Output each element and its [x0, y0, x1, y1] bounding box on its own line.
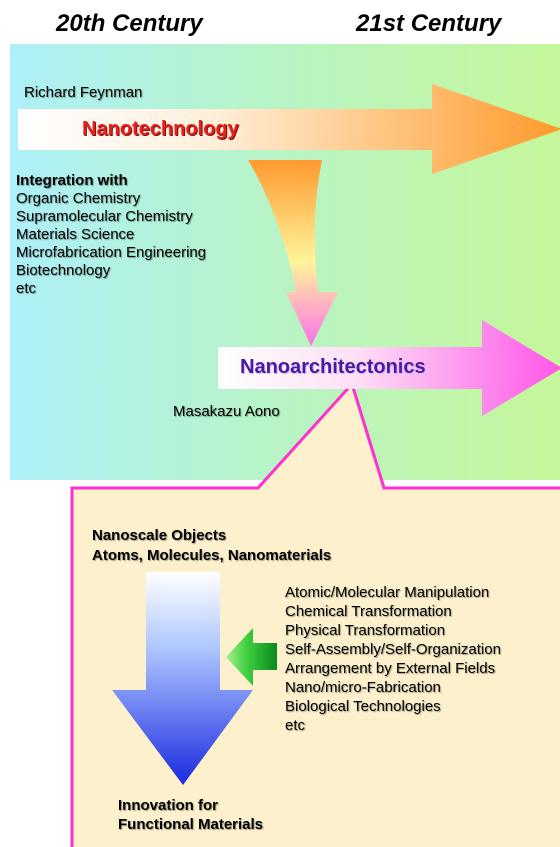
result-line-1: Innovation for: [118, 797, 218, 814]
nanotechnology-arrow: [18, 84, 560, 174]
innovation-result: Innovation for Functional Materials: [118, 796, 263, 834]
integration-list: Integration with Organic Chemistry Supra…: [16, 172, 206, 298]
technique-item: Atomic/Molecular Manipulation: [285, 584, 490, 601]
integration-item: etc: [16, 280, 37, 297]
integration-item: Supramolecular Chemistry: [16, 208, 193, 225]
nanoarchitectonics-label: Nanoarchitectonics: [240, 356, 426, 378]
integration-title: Integration with: [16, 172, 128, 189]
integration-item: Biotechnology: [16, 262, 111, 279]
result-line-2: Functional Materials: [118, 816, 264, 833]
technique-item: Chemical Transformation: [285, 603, 452, 620]
header-20th-century: 20th Century: [56, 10, 203, 37]
nanoarchitectonics-arrow: [218, 320, 560, 416]
technique-item: Arrangement by External Fields: [285, 660, 496, 677]
person-aono: Masakazu Aono: [173, 403, 280, 420]
nanotechnology-label: Nanotechnology: [82, 118, 239, 140]
technique-item: Biological Technologies: [285, 698, 441, 715]
person-feynman: Richard Feynman: [24, 84, 143, 101]
technique-item: etc: [285, 717, 306, 734]
curved-connector-arrow: [248, 160, 338, 346]
technique-item: Nano/micro-Fabrication: [285, 679, 441, 696]
process-down-arrow: [112, 572, 253, 785]
technique-item: Self-Assembly/Self-Organization: [285, 641, 501, 658]
nanoscale-objects-subtitle: Atoms, Molecules, Nanomaterials: [92, 547, 332, 564]
integration-item: Microfabrication Engineering: [16, 244, 207, 261]
techniques-list: Atomic/Molecular Manipulation Chemical T…: [285, 584, 501, 736]
nanoscale-objects-title: Nanoscale Objects: [92, 527, 227, 544]
integration-item: Organic Chemistry: [16, 190, 141, 207]
integration-item: Materials Science: [16, 226, 135, 243]
header-21st-century: 21st Century: [356, 10, 502, 37]
input-left-arrow: [226, 628, 277, 686]
technique-item: Physical Transformation: [285, 622, 446, 639]
nanoscale-objects: Nanoscale Objects Atoms, Molecules, Nano…: [92, 526, 331, 566]
